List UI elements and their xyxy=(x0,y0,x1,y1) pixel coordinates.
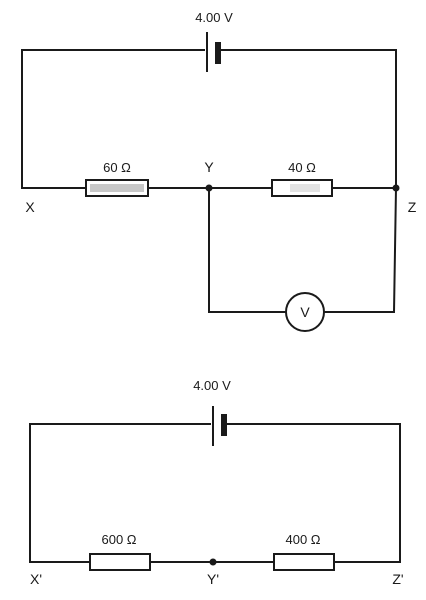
circuit-2-resistor-2 xyxy=(273,553,335,571)
circuit-1-node-z-label: Z xyxy=(408,199,417,215)
circuit-1-resistor-1 xyxy=(85,179,149,197)
voltmeter-label: V xyxy=(300,304,310,320)
circuit-2-resistor-1-label: 600 Ω xyxy=(101,532,136,547)
circuit-2-resistor-2-label: 400 Ω xyxy=(285,532,320,547)
circuit-1: 4.00 V 60 Ω 40 Ω X Y Z V xyxy=(21,10,417,332)
circuit-1-wire-voltmeter-loop xyxy=(208,187,397,313)
circuit-1-battery-negative-plate xyxy=(215,42,221,64)
voltmeter-symbol xyxy=(285,292,325,332)
circuit-1-node-x-label: X xyxy=(25,199,35,215)
circuit-2-resistor-1 xyxy=(89,553,151,571)
circuit-1-junction-z xyxy=(392,184,400,192)
circuit-1-junction-y xyxy=(205,184,213,192)
circuit-2-node-y-label: Y' xyxy=(207,571,219,587)
circuit-1-node-y-label: Y xyxy=(204,159,214,175)
circuit-1-wire-top xyxy=(21,49,205,189)
circuit-1-battery-label: 4.00 V xyxy=(195,10,233,25)
circuit-2-junction-y xyxy=(209,558,217,566)
circuit-1-resistor-1-label: 60 Ω xyxy=(103,160,131,175)
circuit-1-resistor-2 xyxy=(271,179,333,197)
circuit-2-battery-label: 4.00 V xyxy=(193,378,231,393)
circuit-2-node-z-label: Z' xyxy=(392,571,403,587)
circuit-2-node-x-label: X' xyxy=(30,571,42,587)
circuit-2-wire-right xyxy=(227,423,401,563)
circuit-1-battery xyxy=(206,32,221,72)
circuit-2-battery xyxy=(212,406,227,446)
circuit-1-resistor-2-label: 40 Ω xyxy=(288,160,316,175)
circuit-2-wire-left xyxy=(29,423,211,563)
circuit-2-battery-negative-plate xyxy=(221,414,227,436)
circuit-2: 4.00 V 600 Ω 400 Ω X' Y' Z' xyxy=(29,378,404,587)
circuit-1-wire-top-right xyxy=(221,49,397,188)
